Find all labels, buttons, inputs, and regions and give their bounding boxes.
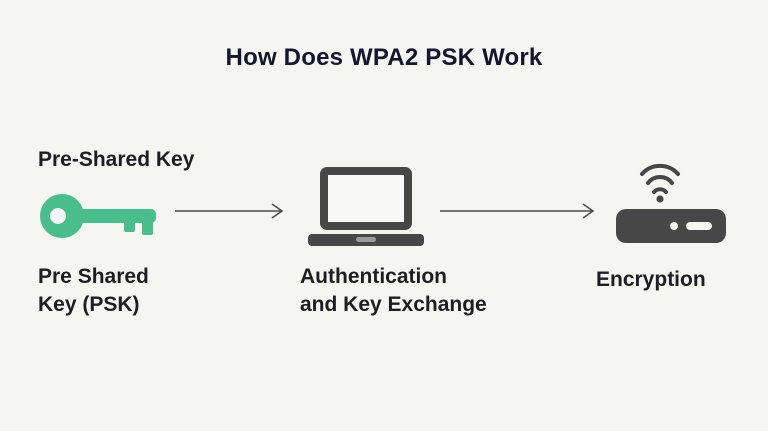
psk-bottom-label-line2: Key (PSK) — [38, 293, 140, 316]
encryption-label: Encryption — [596, 268, 706, 291]
auth-label-line2: and Key Exchange — [300, 293, 487, 316]
arrow-right-icon — [440, 200, 598, 222]
arrow-right-icon — [175, 200, 287, 222]
auth-label-line1: Authentication — [300, 265, 447, 288]
psk-bottom-label-line1: Pre Shared — [38, 265, 149, 288]
key-icon — [38, 189, 158, 243]
router-wifi-icon — [616, 157, 726, 247]
diagram-title: How Does WPA2 PSK Work — [225, 44, 543, 71]
psk-bottom-label: Pre Shared Key (PSK) — [38, 263, 149, 319]
auth-label: Authentication and Key Exchange — [300, 263, 487, 319]
laptop-icon — [308, 167, 424, 247]
psk-top-label: Pre-Shared Key — [38, 148, 195, 171]
